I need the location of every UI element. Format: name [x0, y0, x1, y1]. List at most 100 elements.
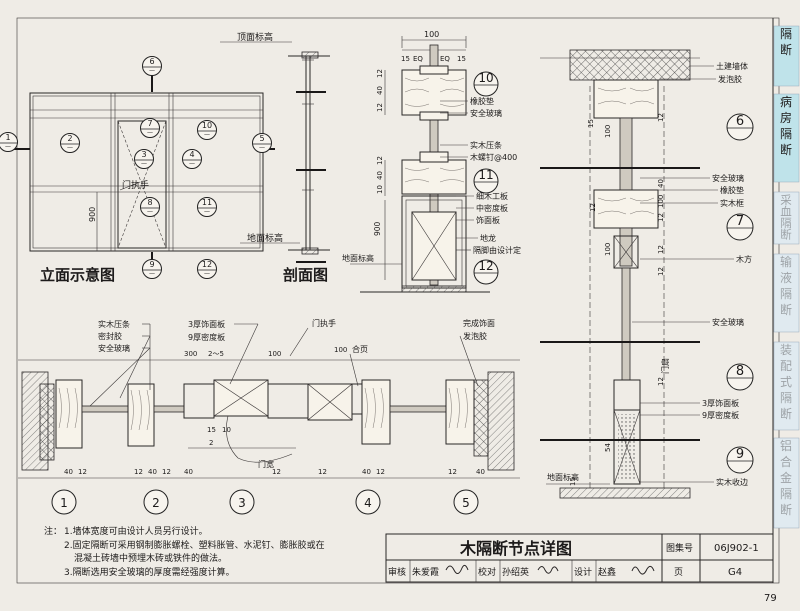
detail-10-label-0: 橡胶垫	[470, 96, 494, 106]
elevation-marker-1-number: 1	[5, 133, 10, 142]
detail-11-label-0: 细木工板	[476, 191, 508, 201]
detail-10-label-3: 木螺钉@400	[470, 152, 517, 162]
plan-label-left-2: 安全玻璃	[98, 343, 130, 353]
right-label-foam: 发泡胶	[718, 74, 742, 84]
top-dim-100: 100	[424, 30, 439, 39]
designer-name: 赵鑫	[598, 566, 616, 578]
page-code: G4	[728, 567, 742, 578]
right-marker-9-number: 9	[736, 447, 744, 462]
right-dim-9: 12	[657, 267, 665, 276]
elevation-marker-12-sub: —	[204, 271, 210, 278]
plan-marker-2-number: 2	[152, 496, 160, 510]
note-line-4: 3.隔断选用安全玻璃的厚度需经强度计算。	[64, 566, 235, 578]
plan-label-door-width: 门宽	[258, 459, 274, 469]
plan-dim-bottom-0: 40	[64, 468, 73, 476]
right-marker-8: 8	[726, 363, 754, 391]
plan-label-center-0: 3厚饰面板	[188, 319, 225, 329]
elevation-marker-4-number: 4	[189, 150, 194, 159]
right-dim-12: 15	[569, 477, 577, 486]
detail-10-dim-left-0: 12	[376, 69, 384, 78]
svg-text:设计: 设计	[574, 566, 592, 578]
right-dim-1: 100	[604, 125, 612, 138]
sidebar-tab-5[interactable]: 铝合金隔断	[773, 437, 800, 529]
elevation-marker-8: 8—	[140, 197, 160, 217]
atlas-number: 06J902-1	[714, 543, 759, 554]
sidebar-tab-0[interactable]: 隔断	[773, 25, 800, 87]
right-marker-7: 7	[726, 213, 754, 241]
sidebar-tab-label-2: 采血隔断	[780, 193, 792, 242]
plan-marker-3-number: 3	[238, 496, 246, 510]
right-marker-6: 6	[726, 113, 754, 141]
reviewer-name: 朱爱霞	[412, 566, 439, 578]
door-handle-label: 门执手	[122, 179, 149, 191]
right-label-floor: 地面标高	[547, 472, 579, 482]
top-wood-frame	[401, 69, 467, 116]
door-leaf	[117, 120, 167, 249]
detail-11-dim-900: 900	[373, 221, 382, 236]
elevation-marker-5: 5—	[252, 133, 272, 153]
elevation-marker-6-number: 6	[149, 57, 154, 66]
elevation-marker-3-number: 3	[141, 150, 146, 159]
atlas-label: 图集号	[666, 542, 693, 554]
elevation-marker-5-sub: —	[259, 145, 265, 152]
detail-10-label-2: 实木压条	[470, 140, 502, 150]
right-label-edge: 实木收边	[716, 477, 748, 487]
detail-10-dim-mid-0: 12	[376, 156, 384, 165]
right-marker-9: 9	[726, 446, 754, 474]
right-label-wall: 土建墙体	[716, 61, 748, 71]
elevation-marker-3: 3—	[134, 149, 154, 169]
detail-marker-12: 12	[473, 259, 499, 285]
right-dim-4: 12	[589, 203, 597, 212]
elevation-marker-9: 9—	[142, 259, 162, 279]
detail-marker-10: 10	[473, 71, 499, 97]
elevation-marker-4-sub: —	[189, 161, 195, 168]
detail-10-dim-mid-1: 40	[376, 171, 384, 180]
elevation-marker-2-number: 2	[67, 134, 72, 143]
right-label-wood: 木方	[736, 254, 752, 264]
right-marker-7-number: 7	[736, 214, 744, 229]
plan-dim-bottom-2: 12	[134, 468, 143, 476]
right-dim-8: 12	[657, 245, 665, 254]
plan-label-left-1: 密封胶	[98, 331, 122, 341]
plan-dim-bottom-10: 12	[448, 468, 457, 476]
checker-name: 孙绍英	[502, 566, 529, 578]
floor-slab	[559, 487, 691, 499]
plan-dim-100b: 100	[334, 346, 347, 354]
elevation-marker-12-number: 12	[202, 260, 212, 269]
detail-10-dim-mid-2: 10	[376, 185, 384, 194]
note-line-2: 2.固定隔断可采用钢制膨胀螺栓、塑料胀管、水泥钉、膨胀胶或在	[64, 539, 325, 551]
plan-marker-2: 2	[143, 489, 169, 515]
sidebar-tab-1[interactable]: 病房隔断	[773, 93, 800, 183]
section-title: 剖面图	[283, 266, 328, 284]
plan-dim-15: 15	[207, 426, 216, 434]
notes-block: 注： 1.墙体宽度可由设计人员另行设计。 2.固定隔断可采用钢制膨胀螺栓、塑料胀…	[44, 525, 325, 578]
designer-signature	[631, 565, 655, 575]
sidebar-tab-2[interactable]: 采血隔断	[773, 191, 800, 245]
sidebar-tab-4[interactable]: 装配式隔断	[773, 341, 800, 431]
ceiling-structure	[569, 49, 691, 81]
plan-marker-1-number: 1	[60, 496, 68, 510]
sidebar-tab-3[interactable]: 输液隔断	[773, 253, 800, 333]
plan-dim-bottom-5: 40	[184, 468, 193, 476]
detail-marker-10-number: 10	[478, 71, 493, 85]
elevation-marker-10-sub: —	[204, 132, 210, 139]
elevation-marker-2-sub: —	[67, 145, 73, 152]
plan-dim-10: 10	[222, 426, 231, 434]
plan-label-right-1: 发泡胶	[463, 331, 487, 341]
svg-text:页: 页	[674, 567, 683, 578]
plan-marker-4-number: 4	[364, 496, 372, 510]
sidebar-tab-label-3: 输液隔断	[780, 254, 792, 317]
detail-11-label-2: 饰面板	[476, 215, 500, 225]
elevation-marker-7-number: 7	[147, 119, 152, 128]
right-dim-7: 100	[604, 243, 612, 256]
